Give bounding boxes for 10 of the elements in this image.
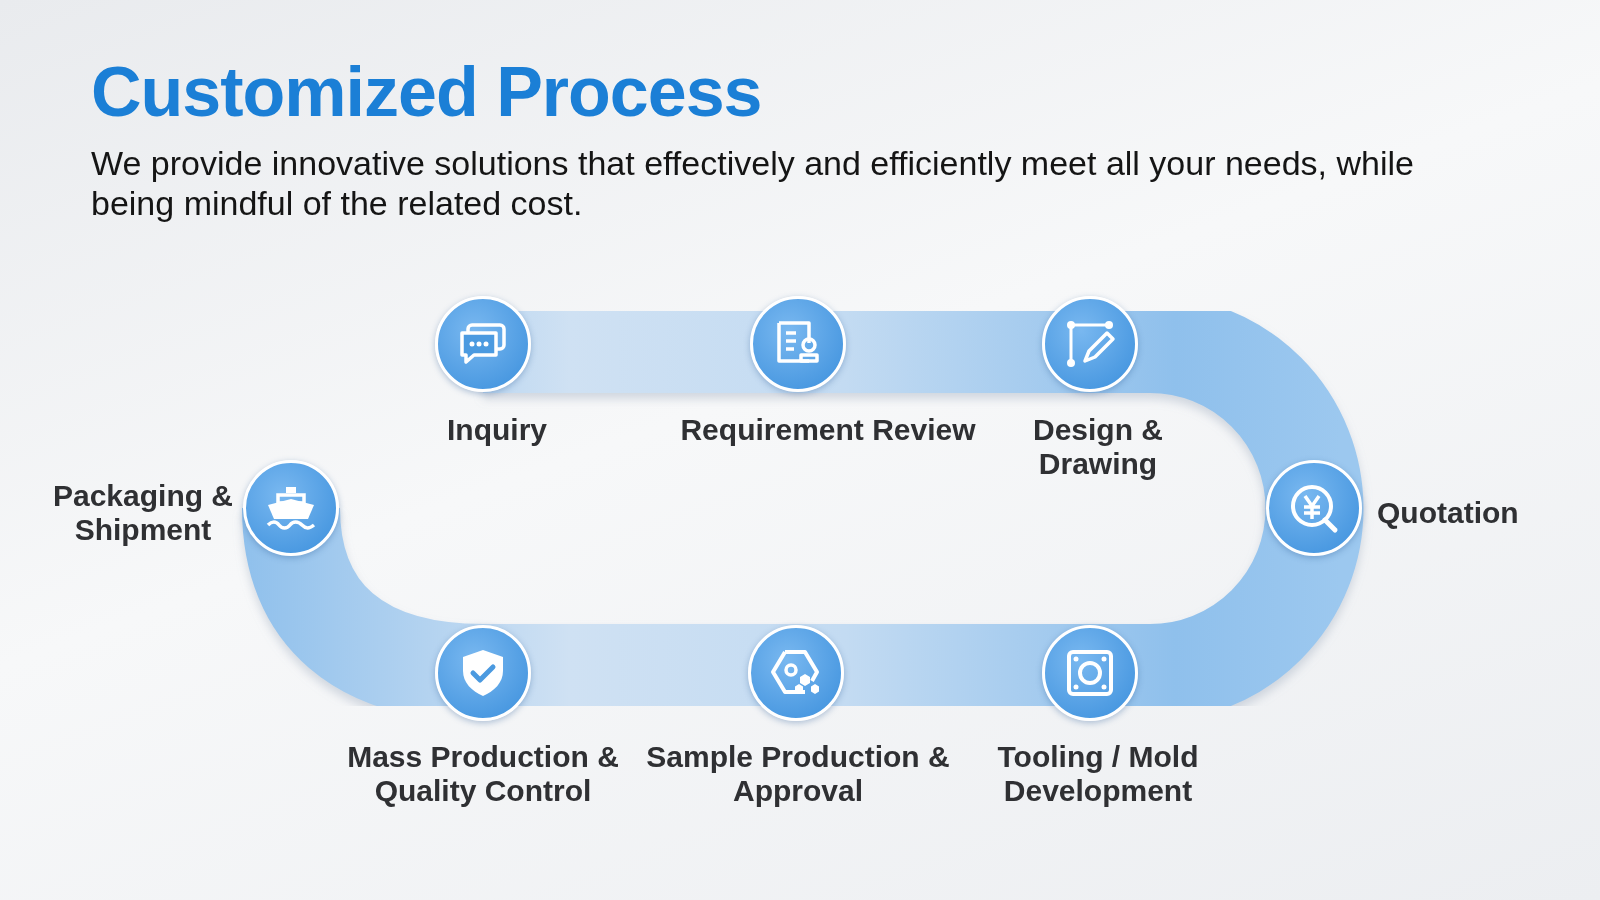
- title: Customized Process: [91, 52, 762, 132]
- step-label: Requirement Review: [679, 413, 977, 447]
- step-label: Tooling / Mold Development: [996, 740, 1200, 808]
- step-label: Design & Drawing: [1032, 413, 1164, 481]
- step-label: Mass Production & Quality Control: [346, 740, 620, 808]
- step-label: Quotation: [1377, 496, 1520, 530]
- step-label: Packaging & Shipment: [51, 479, 235, 547]
- step-label: Sample Production & Approval: [645, 740, 951, 808]
- step-label: Inquiry: [446, 413, 548, 447]
- subtitle: We provide innovative solutions that effectively and efficiently meet all your needs, while being mindful of the related cost.: [91, 143, 1415, 223]
